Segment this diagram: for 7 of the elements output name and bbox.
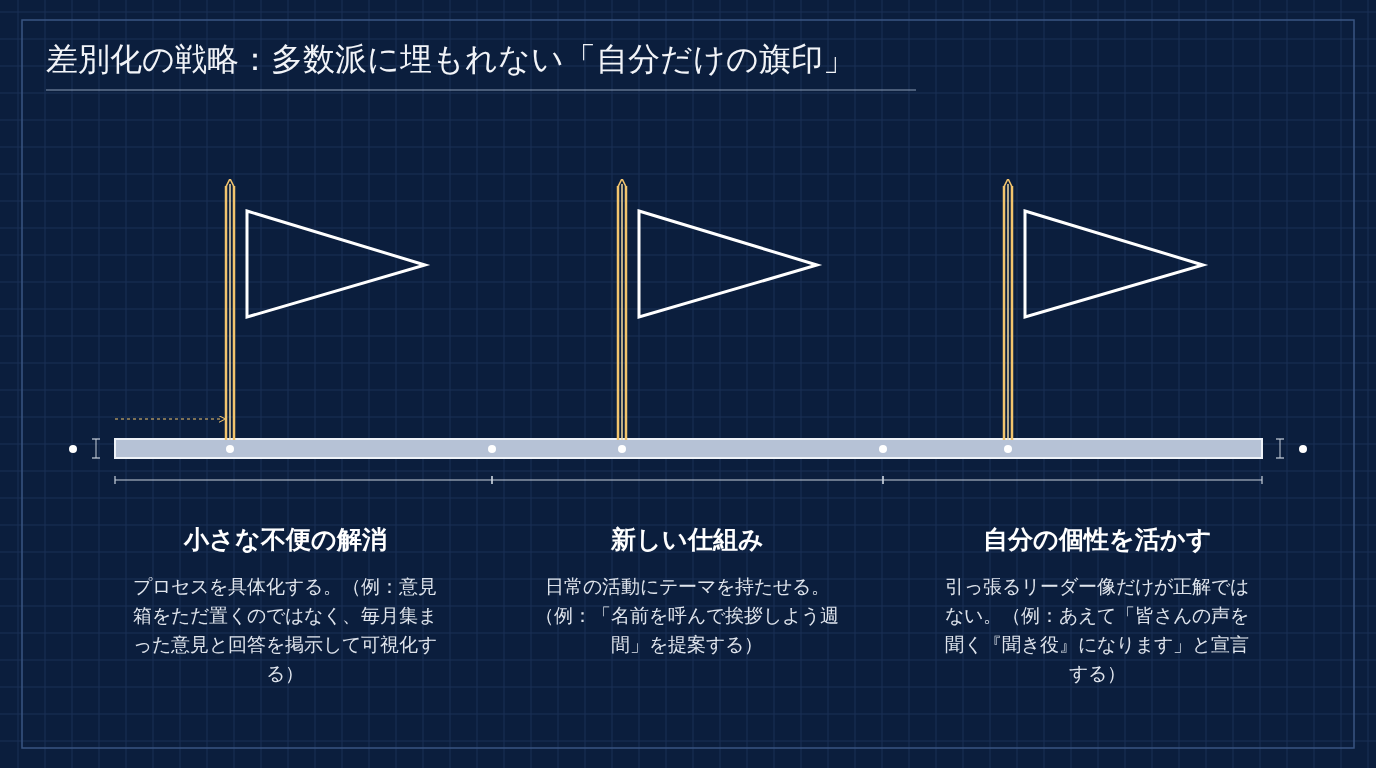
description-text: 日常の活動にテーマを持たせる。（例：「名前を呼んで挨拶しよう週間」を提案する） [534, 574, 840, 657]
page-title: 差別化の戦略：多数派に埋もれない「自分だけの旗印」 [46, 39, 855, 80]
section-heading: 新しい仕組み [610, 524, 764, 556]
section-heading: 自分の個性を活かす [982, 524, 1212, 556]
description-text: 引っ張るリーダー像だけが正解ではない。（例：あえて「皆さんの声を聞く『聞き役』になります」と宣言する） [944, 574, 1250, 686]
description-text: プロセスを具体化する。（例：意見箱をただ置くのではなく、毎月集まった意見と回答を掲示して可視化する） [132, 574, 438, 686]
section-heading: 小さな不便の解消 [183, 524, 387, 556]
